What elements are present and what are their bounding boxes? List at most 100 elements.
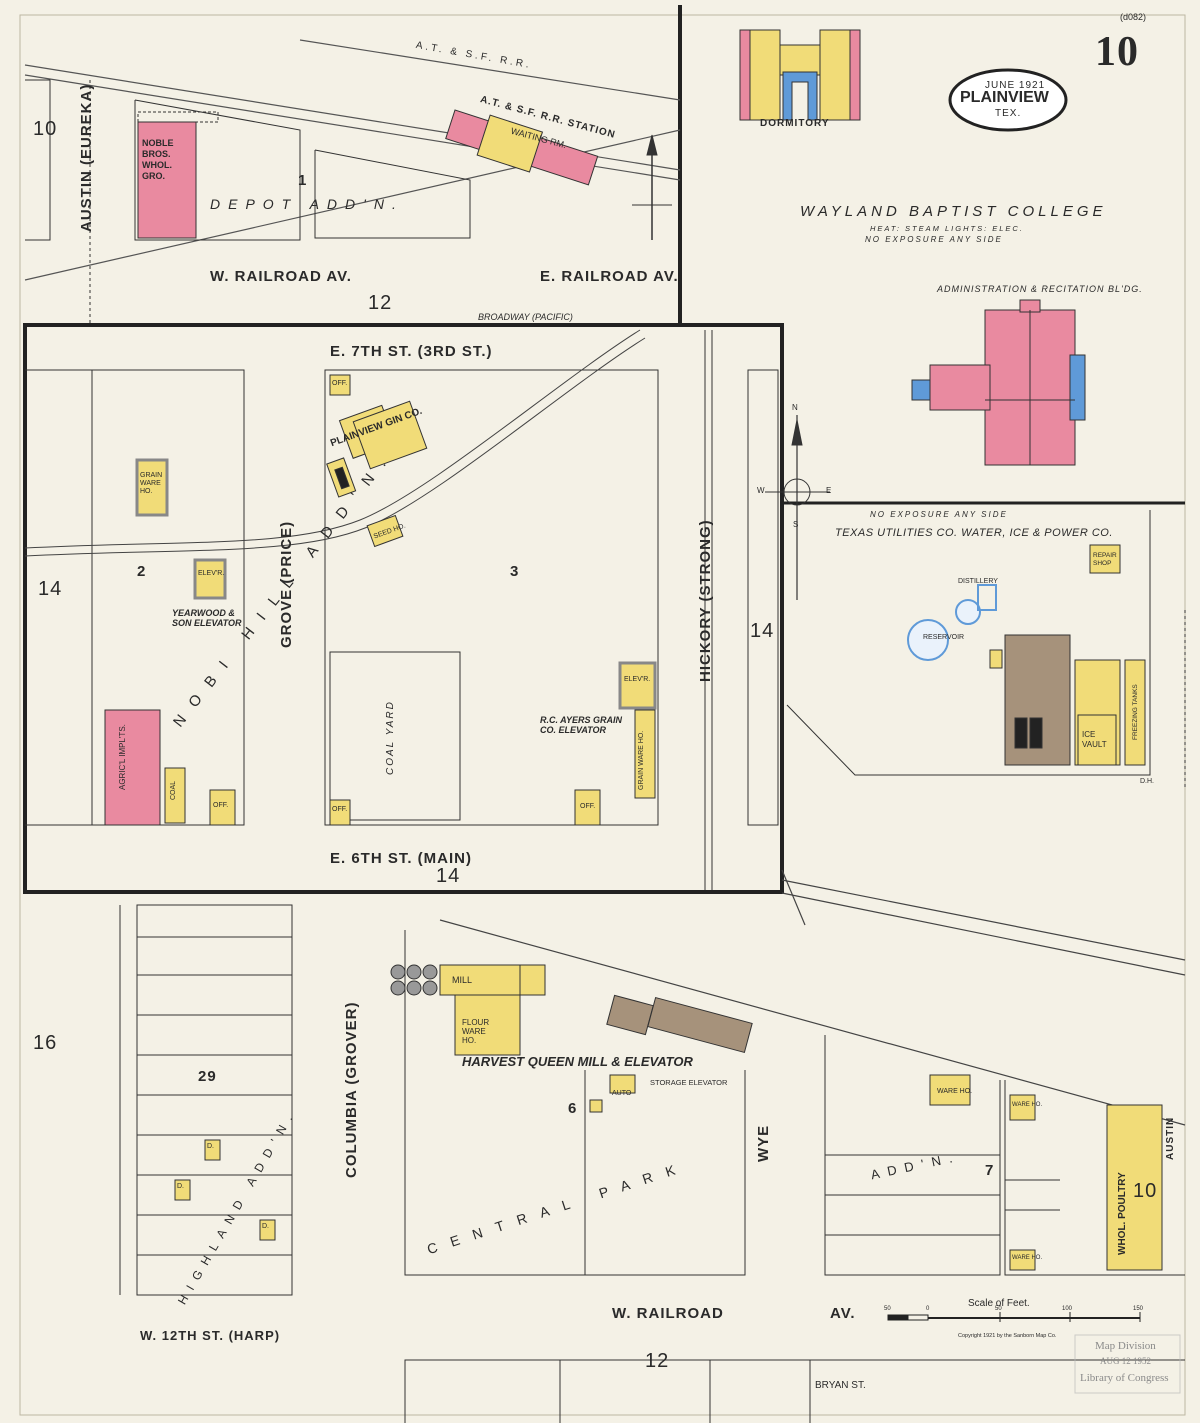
noble-bros-building xyxy=(137,121,197,239)
street-av-bottom: AV. xyxy=(830,1305,856,1322)
addition-depot: DEPOT ADD'N. xyxy=(210,196,404,212)
adjacent-sheet-14-bottom: 14 xyxy=(436,865,461,887)
compass-rose xyxy=(765,415,830,600)
stamp-line-3: Library of Congress xyxy=(1080,1372,1169,1384)
stamp-line-2: AUG 12 1952 xyxy=(1100,1356,1151,1366)
street-wye: WYE xyxy=(755,1124,772,1162)
compass-s: S xyxy=(793,520,799,529)
adjacent-sheet-12-bottom: 12 xyxy=(645,1350,670,1372)
block-29: 29 xyxy=(198,1068,217,1085)
sheet-number: 10 xyxy=(1095,29,1139,75)
label-ware-ho-2: WARE HO. xyxy=(1012,1102,1043,1108)
adjacent-sheet-10-left: 10 xyxy=(33,118,58,140)
block-6: 6 xyxy=(568,1100,578,1117)
label-off-2: OFF. xyxy=(332,380,348,387)
adjacent-sheet-14-right: 14 xyxy=(750,620,775,642)
street-e7th: E. 7TH ST. (3RD ST.) xyxy=(330,343,493,360)
label-reservoir: RESERVOIR xyxy=(923,634,965,641)
adjacent-sheet-14-left: 14 xyxy=(38,578,63,600)
label-freezing-tanks: FREEZING TANKS xyxy=(1132,684,1139,740)
middle-buildings xyxy=(104,374,657,826)
street-w-railroad-top: W. RAILROAD AV. xyxy=(210,268,352,285)
label-dormitory: DORMITORY xyxy=(760,118,830,129)
label-mill: MILL xyxy=(452,975,473,985)
label-off-1: OFF. xyxy=(213,802,229,809)
street-w-railroad-bottom: W. RAILROAD xyxy=(612,1305,724,1322)
label-whol-poultry: WHOL. POULTRY xyxy=(1117,1172,1128,1255)
scale-tick-1: 0 xyxy=(926,1306,930,1312)
label-elevr: ELEV'R. xyxy=(198,570,225,577)
block-outlines-bottom xyxy=(119,904,1185,1423)
label-harvest-queen: HARVEST QUEEN MILL & ELEVATOR xyxy=(462,1054,693,1069)
adjacent-sheet-12-top: 12 xyxy=(368,292,393,314)
block-1: 1 xyxy=(298,172,308,189)
street-e6th: E. 6TH ST. (MAIN) xyxy=(330,850,473,867)
label-d-1: D. xyxy=(207,1143,214,1150)
adjacent-sheet-10-right: 10 xyxy=(1133,1180,1158,1202)
label-off-3: OFF. xyxy=(580,803,596,810)
cartouche-city: PLAINVIEW xyxy=(960,89,1049,106)
label-grain-ware: GRAIN WARE HO. xyxy=(140,472,163,495)
texas-utilities-buildings xyxy=(907,544,1146,766)
compass-w: W xyxy=(757,486,765,495)
label-agricl: AGRIC'L IMPL'TS. xyxy=(118,724,127,790)
stamp-line-1: Map Division xyxy=(1095,1340,1156,1352)
label-repair-shop: REPAIR SHOP xyxy=(1093,552,1117,567)
corner-code: (d082) xyxy=(1120,12,1147,22)
label-no-exposure: NO EXPOSURE ANY SIDE xyxy=(870,510,1008,519)
label-ice-vault: ICE VAULT xyxy=(1082,730,1107,749)
railroad-siding xyxy=(24,329,646,557)
cartouche xyxy=(948,68,1068,132)
railroad-tracks-bottom xyxy=(439,869,1186,1126)
scale-bar xyxy=(887,1312,1141,1322)
station-building xyxy=(445,109,599,186)
label-college: WAYLAND BAPTIST COLLEGE xyxy=(800,203,1107,220)
copyright: Copyright 1921 by the Sanborn Map Co. xyxy=(958,1333,1057,1339)
block-3: 3 xyxy=(510,563,520,580)
cartouche-state: TEX. xyxy=(995,108,1022,119)
label-ayers: R.C. AYERS GRAIN CO. ELEVATOR xyxy=(540,715,623,735)
label-d-2: D. xyxy=(177,1183,184,1190)
label-admin: ADMINISTRATION & RECITATION BL'DG. xyxy=(937,284,1143,294)
street-broadway: BROADWAY (PACIFIC) xyxy=(478,312,573,322)
scale-tick-0: 50 xyxy=(884,1306,891,1312)
cartouche-date: JUNE 1921 xyxy=(985,80,1046,91)
label-storage-elev: STORAGE ELEVATOR xyxy=(650,1078,728,1087)
label-ayers-grain-ware: GRAIN WARE HO. xyxy=(638,730,645,790)
label-distillery: DISTILLERY xyxy=(958,578,998,585)
block-7: 7 xyxy=(985,1162,995,1179)
label-ware-ho-1: WARE HO. xyxy=(937,1088,973,1095)
scale-tick-2: 50 xyxy=(995,1306,1002,1312)
library-stamp xyxy=(1074,1334,1181,1394)
street-columbia: COLUMBIA (GROVER) xyxy=(343,1001,360,1178)
scale-title: Scale of Feet. xyxy=(968,1298,1030,1309)
street-bryan: BRYAN ST. xyxy=(815,1380,866,1391)
admin-building xyxy=(911,299,1086,466)
label-coal-yard: COAL YARD xyxy=(385,700,396,775)
label-college-sub1: HEAT: STEAM LIGHTS: ELEC. xyxy=(870,224,1024,233)
compass-n: N xyxy=(792,403,798,412)
label-dh: D.H. xyxy=(1140,778,1154,785)
street-w12th: W. 12TH ST. (HARP) xyxy=(140,1328,281,1343)
label-auto: AUTO xyxy=(612,1090,632,1097)
texas-utilities-lot xyxy=(786,510,1186,790)
label-coal: COAL xyxy=(170,780,177,800)
street-e-railroad-top: E. RAILROAD AV. xyxy=(540,268,679,285)
label-college-sub2: NO EXPOSURE ANY SIDE xyxy=(865,235,1003,244)
street-austin-bottom: AUSTIN xyxy=(1165,1116,1176,1160)
street-austin-top: AUSTIN (EUREKA) xyxy=(78,83,95,232)
adjacent-sheet-16: 16 xyxy=(33,1032,58,1054)
dormitory-building xyxy=(739,29,861,121)
label-ayers-elevr: ELEV'R. xyxy=(624,676,651,683)
scale-tick-4: 150 xyxy=(1133,1306,1144,1312)
compass-e: E xyxy=(826,486,832,495)
label-noble-bros: NOBLE BROS. WHOL. GRO. xyxy=(142,138,174,181)
label-off-4: OFF. xyxy=(332,806,348,813)
label-d-3: D. xyxy=(262,1223,269,1230)
north-arrow xyxy=(632,134,672,240)
block-outlines-top xyxy=(25,79,471,325)
label-ware-ho-3: WARE HO. xyxy=(1012,1255,1043,1261)
section-borders xyxy=(23,5,1185,894)
street-hickory: HICKORY (STRONG) xyxy=(697,519,714,682)
